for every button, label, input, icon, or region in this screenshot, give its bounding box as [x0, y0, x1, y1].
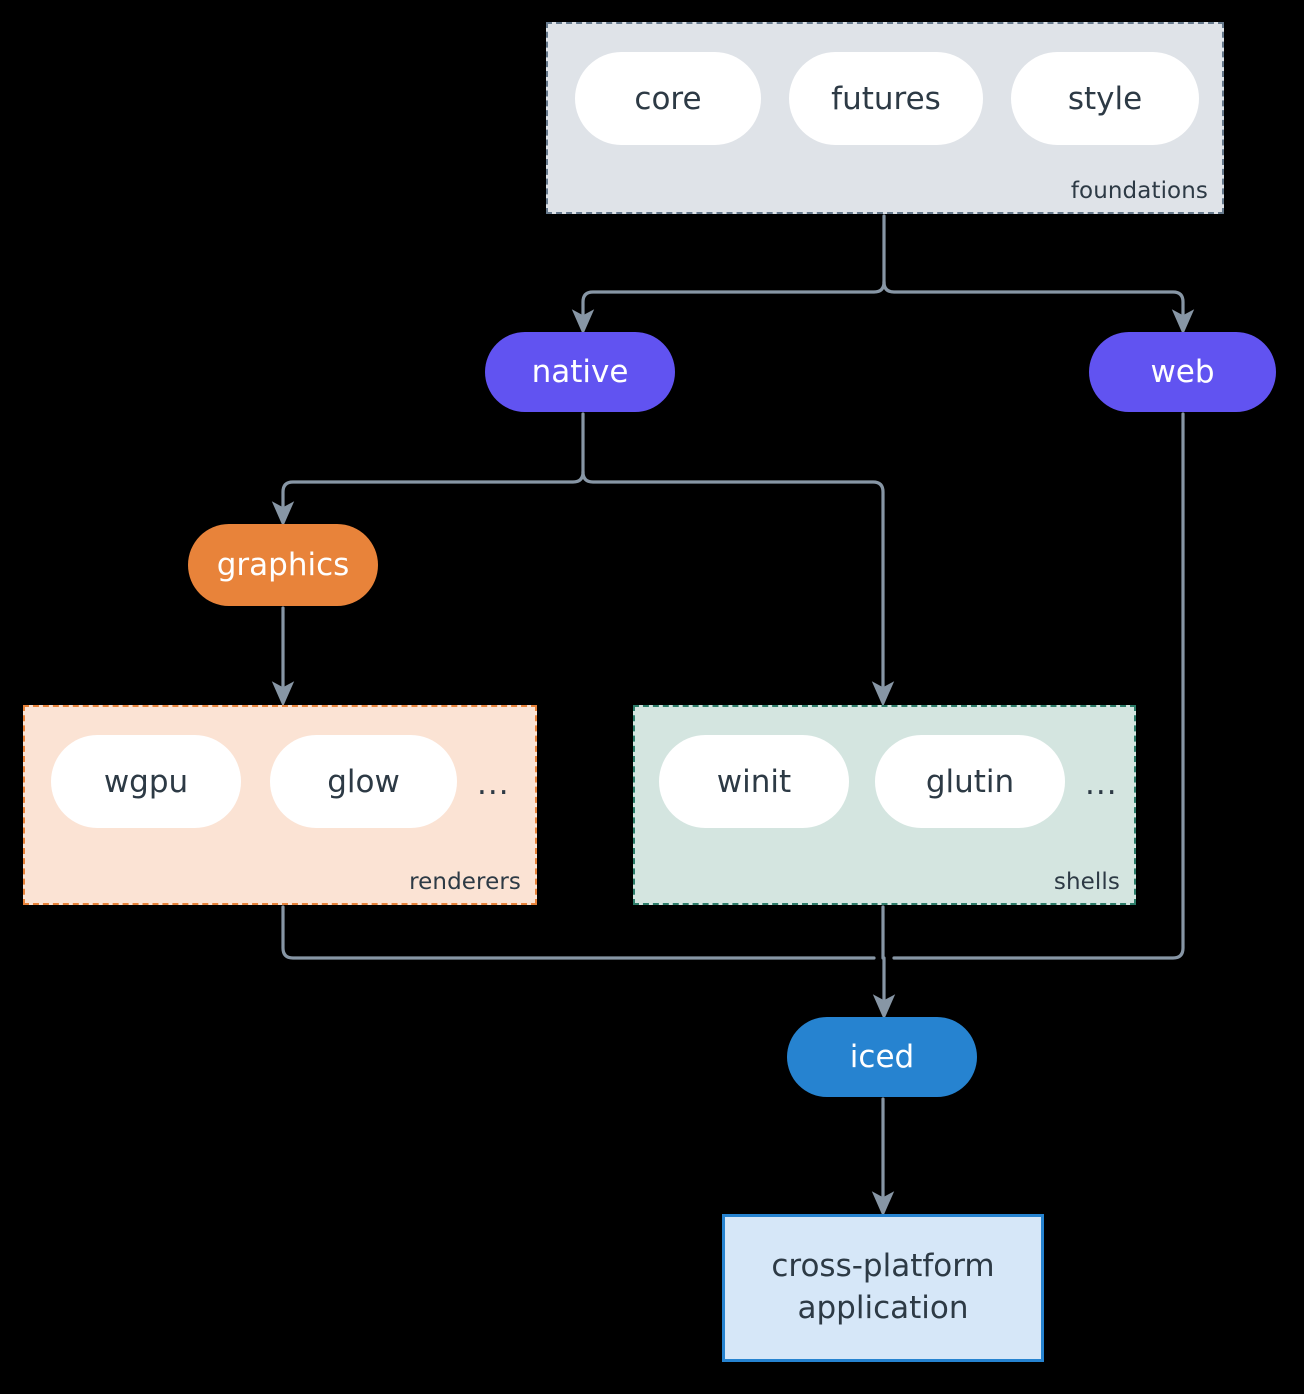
- edge-foundations-to-web: [882, 280, 1195, 335]
- pill-style[interactable]: style: [1011, 52, 1199, 145]
- group-shells: winit glutin ... shells: [633, 705, 1136, 905]
- pill-style-label: style: [1067, 80, 1143, 117]
- group-shells-label: shells: [1053, 869, 1120, 895]
- pill-core-label: core: [634, 80, 702, 117]
- edge-native-to-graphics: [271, 470, 585, 527]
- renderers-more-ellipsis: ...: [477, 766, 510, 802]
- node-iced-label: iced: [849, 1039, 915, 1075]
- pill-core[interactable]: core: [575, 52, 761, 145]
- edge-foundations-to-native: [571, 280, 886, 335]
- pill-winit-label: winit: [716, 763, 792, 800]
- node-web[interactable]: web: [1089, 332, 1276, 412]
- node-native[interactable]: native: [485, 332, 675, 412]
- node-graphics[interactable]: graphics: [188, 524, 378, 606]
- edge-native-to-shells: [581, 470, 895, 707]
- node-iced[interactable]: iced: [787, 1017, 977, 1097]
- group-foundations-label: foundations: [1070, 178, 1208, 204]
- node-web-label: web: [1150, 354, 1215, 390]
- group-foundations: core futures style foundations: [546, 22, 1224, 214]
- node-cross-platform-application[interactable]: cross-platform application: [722, 1214, 1044, 1362]
- pill-glutin[interactable]: glutin: [875, 735, 1065, 828]
- pill-glutin-label: glutin: [925, 763, 1015, 800]
- node-graphics-label: graphics: [216, 547, 350, 583]
- edge-renderers-to-iced: [281, 905, 876, 960]
- application-label-line2: application: [797, 1290, 969, 1326]
- pill-wgpu[interactable]: wgpu: [51, 735, 241, 828]
- pill-futures-label: futures: [831, 80, 941, 117]
- shells-more-ellipsis: ...: [1085, 766, 1118, 802]
- pill-winit[interactable]: winit: [659, 735, 849, 828]
- pill-futures[interactable]: futures: [789, 52, 983, 145]
- pill-glow-label: glow: [327, 763, 400, 800]
- pill-wgpu-label: wgpu: [103, 763, 189, 800]
- application-label-line1: cross-platform: [771, 1248, 995, 1285]
- group-renderers: wgpu glow ... renderers: [23, 705, 537, 905]
- group-renderers-label: renderers: [409, 869, 521, 895]
- pill-glow[interactable]: glow: [270, 735, 457, 828]
- node-native-label: native: [531, 354, 629, 390]
